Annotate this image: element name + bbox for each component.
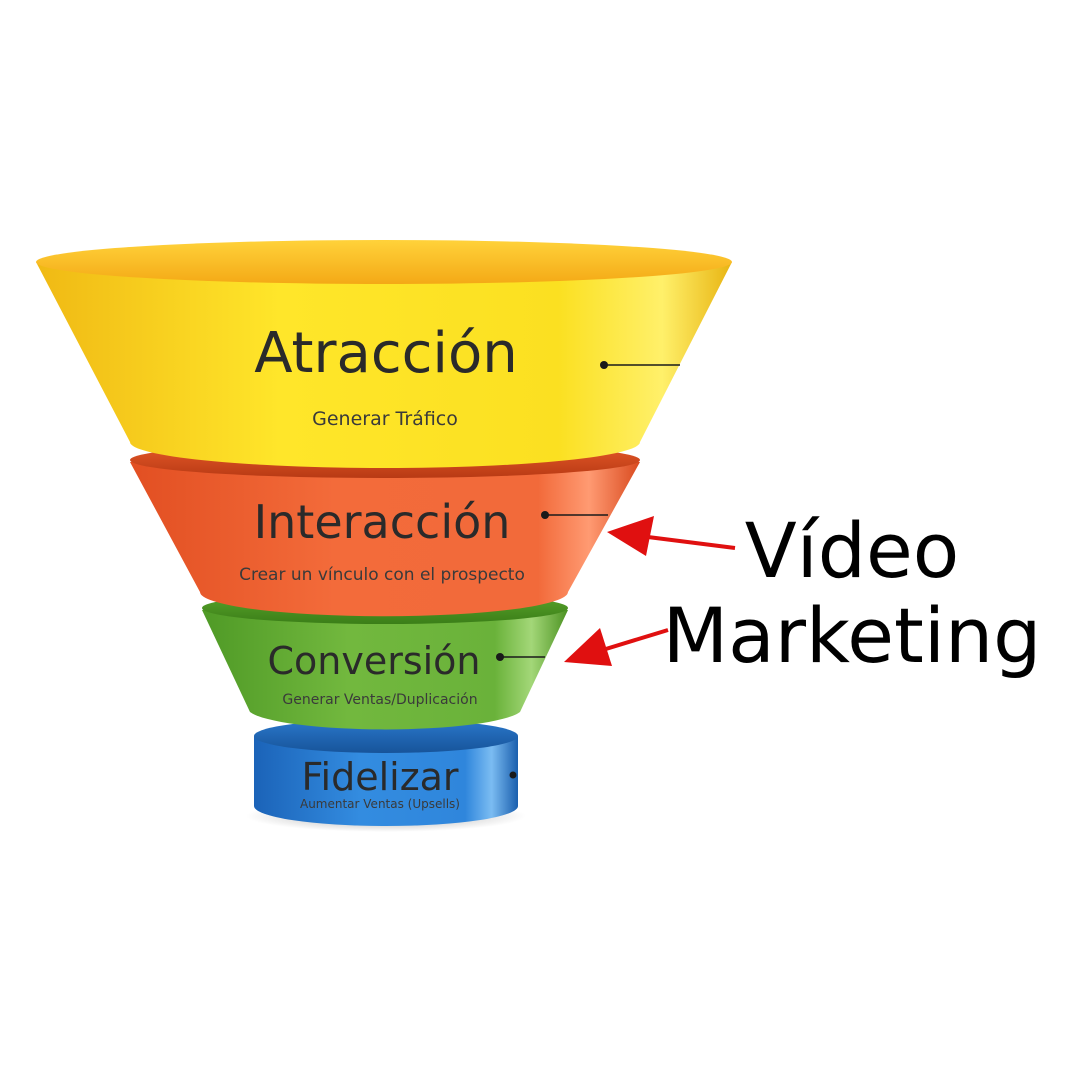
stage-band: [130, 462, 640, 617]
stage-subtitle: Aumentar Ventas (Upsells): [300, 797, 460, 811]
funnel-stage-interaccion: Interacción Crear un vínculo con el pros…: [130, 442, 640, 617]
callout-line-2: Marketing: [663, 591, 1042, 680]
stage-subtitle: Generar Ventas/Duplicación: [282, 692, 477, 708]
stage-title: Conversión: [267, 639, 480, 683]
stage-pointer-dot: [496, 653, 504, 661]
stage-pointer-dot: [509, 771, 517, 779]
stage-pointer-dot: [541, 511, 549, 519]
stage-pointer-dot: [600, 361, 608, 369]
stage-title: Interacción: [254, 495, 511, 549]
funnel-stage-atraccion: Atracción Generar Tráfico: [36, 240, 732, 468]
callout-line-1: Vídeo: [745, 506, 960, 595]
stage-subtitle: Crear un vínculo con el prospecto: [239, 565, 525, 585]
stage-band: [254, 736, 518, 826]
stage-title: Atracción: [254, 321, 518, 386]
stage-top-rim: [254, 719, 518, 753]
red-arrow-icon: [564, 628, 669, 666]
funnel-stage-conversion: Conversión Generar Ventas/Duplicación: [202, 592, 568, 730]
funnel-stage-fidelizar: Fidelizar Aumentar Ventas (Upsells): [246, 719, 526, 832]
stage-subtitle: Generar Tráfico: [312, 408, 458, 430]
stage-top-rim: [36, 240, 732, 284]
stage-title: Fidelizar: [301, 755, 458, 799]
stage-band: [36, 262, 732, 468]
stage-band: [202, 610, 568, 730]
red-arrow-icon: [607, 516, 736, 556]
